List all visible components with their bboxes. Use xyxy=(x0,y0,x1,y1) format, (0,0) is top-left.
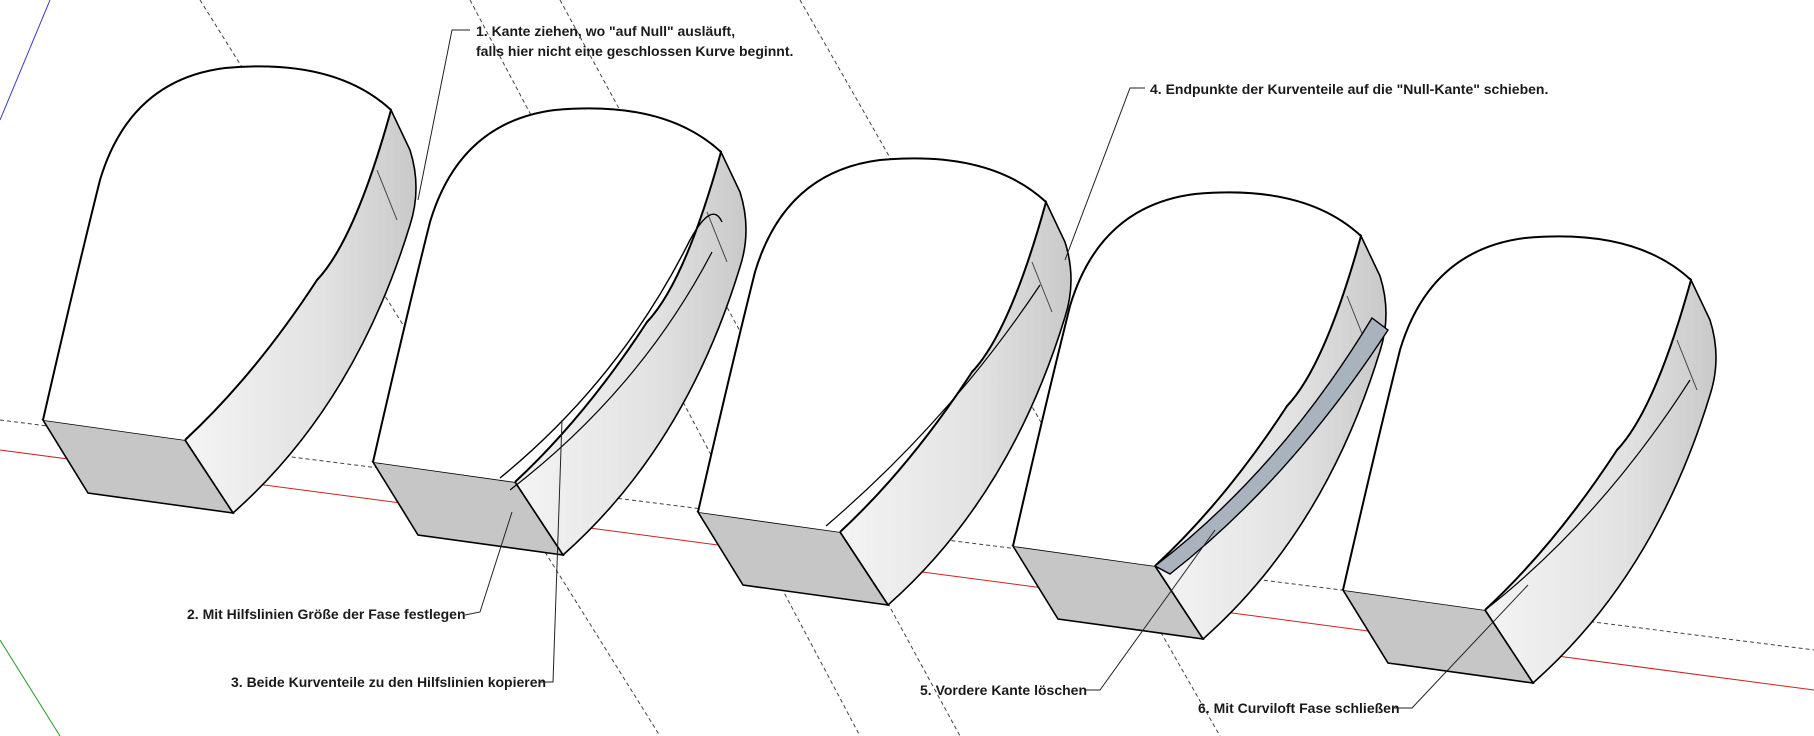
leader-line xyxy=(1392,584,1529,709)
copied-curve xyxy=(499,213,723,479)
annotation-step1: 1. Kante ziehen, wo "auf Null" ausläuft,… xyxy=(476,23,793,59)
step-4-shape xyxy=(697,157,1072,606)
annotation-step4: 4. Endpunkte der Kurventeile auf die "Nu… xyxy=(1150,81,1548,97)
step-1-shape xyxy=(42,65,417,514)
leader-line xyxy=(1085,529,1216,691)
copied-curve xyxy=(509,251,713,491)
step-5-shape xyxy=(1012,191,1389,640)
leader-line xyxy=(540,419,563,683)
annotation-step5: 5. Vordere Kante löschen xyxy=(920,682,1087,698)
guide-line xyxy=(199,0,661,736)
chamfer-face xyxy=(1153,316,1389,575)
leader-line xyxy=(464,511,513,616)
leader-line xyxy=(417,29,470,201)
moved-curve xyxy=(825,284,1041,527)
blue-axis xyxy=(0,0,51,121)
annotation-step2: 2. Mit Hilfslinien Größe der Fase festle… xyxy=(187,606,466,622)
annotation-step6: 6. Mit Curviloft Fase schließen xyxy=(1198,700,1400,716)
step-2-3-shape xyxy=(372,107,747,556)
step-6-shape xyxy=(1342,235,1717,684)
guide-line xyxy=(0,419,1814,651)
green-axis xyxy=(0,639,61,736)
annotation-step3: 3. Beide Kurventeile zu den Hilfslinien … xyxy=(231,674,546,690)
leader-line xyxy=(1064,87,1145,261)
closed-chamfer xyxy=(1484,379,1691,611)
